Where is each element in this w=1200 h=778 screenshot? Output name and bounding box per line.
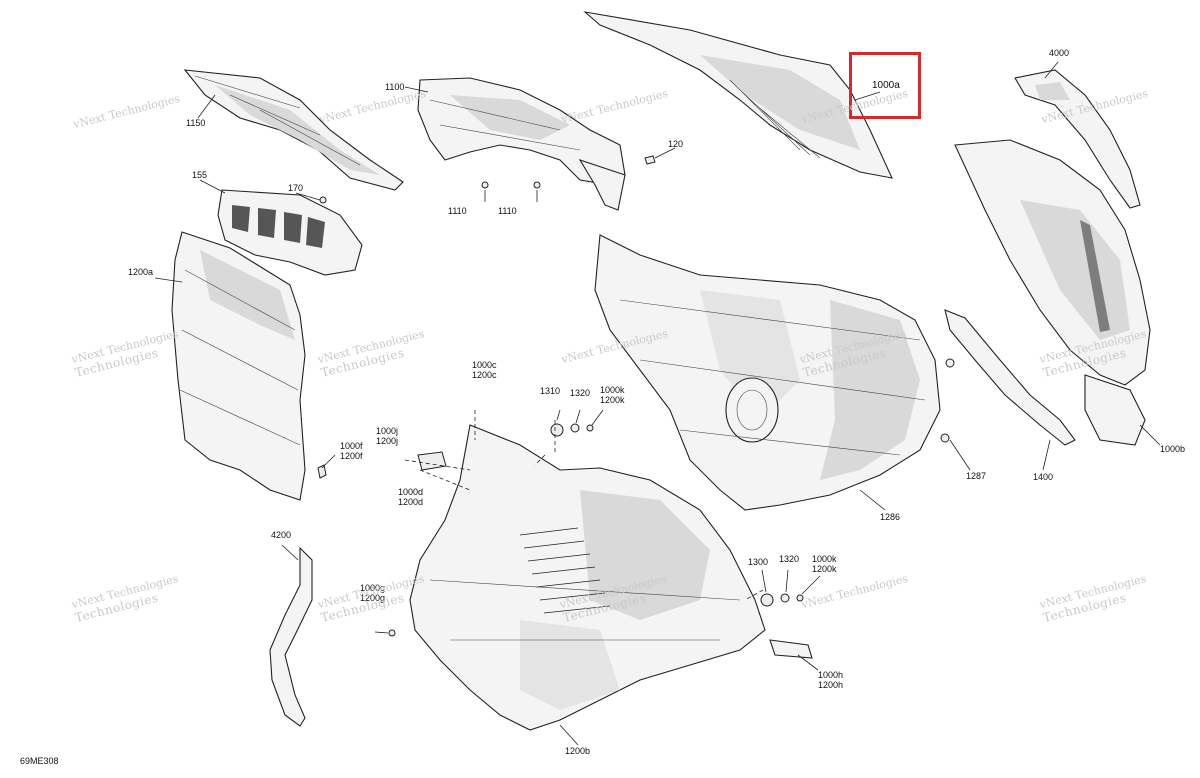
callout-1110-b: 1110: [498, 206, 517, 216]
grommet-1310: [550, 423, 564, 437]
callout-1200a: 1200a: [128, 267, 154, 277]
part-155: [217, 189, 363, 276]
callout-1110-a: 1110: [448, 206, 467, 216]
washer-1320-b: [780, 593, 790, 603]
callout-155: 155: [192, 170, 208, 180]
part-4200: [269, 546, 313, 727]
washer-1320: [570, 423, 580, 433]
part-1400: [944, 309, 1076, 446]
part-1200a: [171, 231, 306, 501]
louvers: [519, 527, 611, 614]
callout-1286: 1286: [880, 512, 901, 522]
callout-4200: 4200: [271, 530, 292, 540]
screw-1110-b: [533, 181, 541, 189]
nut-1000k: [586, 424, 594, 432]
part-1100: [417, 77, 626, 211]
callout-1287: 1287: [966, 471, 987, 481]
callout-1000g-1200g: 1000g 1200g: [360, 583, 386, 603]
callout-1000k-1200k-b: 1000k 1200k: [812, 554, 837, 574]
leader-lines: [154, 61, 1161, 746]
callout-1310: 1310: [540, 386, 561, 396]
screw-120: [644, 155, 656, 165]
clip-1000g: [388, 629, 396, 637]
callout-1320-a: 1320: [570, 388, 591, 398]
grommet-1300: [760, 593, 774, 607]
callout-120: 120: [668, 139, 684, 149]
callout-1320-b: 1320: [779, 554, 800, 564]
part-1200b: [409, 424, 813, 731]
clip-1000f: [317, 464, 327, 479]
screw-170: [319, 196, 327, 204]
callout-1000b: 1000b: [1160, 444, 1186, 454]
callout-4000: 4000: [1049, 48, 1070, 58]
washer-1287: [940, 433, 950, 443]
part-1150: [183, 69, 404, 191]
callout-1400: 1400: [1033, 472, 1054, 482]
diagram-id: 69ME308: [20, 756, 59, 766]
callout-1000f-1200f: 1000f 1200f: [340, 441, 363, 461]
callout-1000k-1200k-a: 1000k 1200k: [600, 385, 625, 405]
callout-1100: 1100: [385, 82, 405, 92]
part-4000: [1014, 69, 1141, 209]
callout-1000a[interactable]: 1000a: [872, 80, 900, 91]
callout-1200b: 1200b: [565, 746, 591, 756]
nut-1000k-b: [796, 594, 804, 602]
callout-1000d-1200d: 1000d 1200d: [398, 487, 424, 507]
callout-170: 170: [288, 183, 304, 193]
part-1286: [594, 234, 941, 511]
callout-1300: 1300: [748, 557, 769, 567]
part-1000b: [954, 139, 1151, 446]
highlight-box-1000a: [849, 52, 921, 119]
callout-1000h-1200h: 1000h 1200h: [818, 670, 844, 690]
part-1000a: [583, 11, 893, 179]
callout-1000j-1200j: 1000j 1200j: [376, 426, 399, 446]
washer-upper: [945, 358, 955, 368]
clip-1000j: [417, 451, 447, 471]
callout-1150: 1150: [186, 118, 206, 128]
callout-1000c-1200c: 1000c 1200c: [472, 360, 497, 380]
screw-1110-a: [481, 181, 489, 189]
